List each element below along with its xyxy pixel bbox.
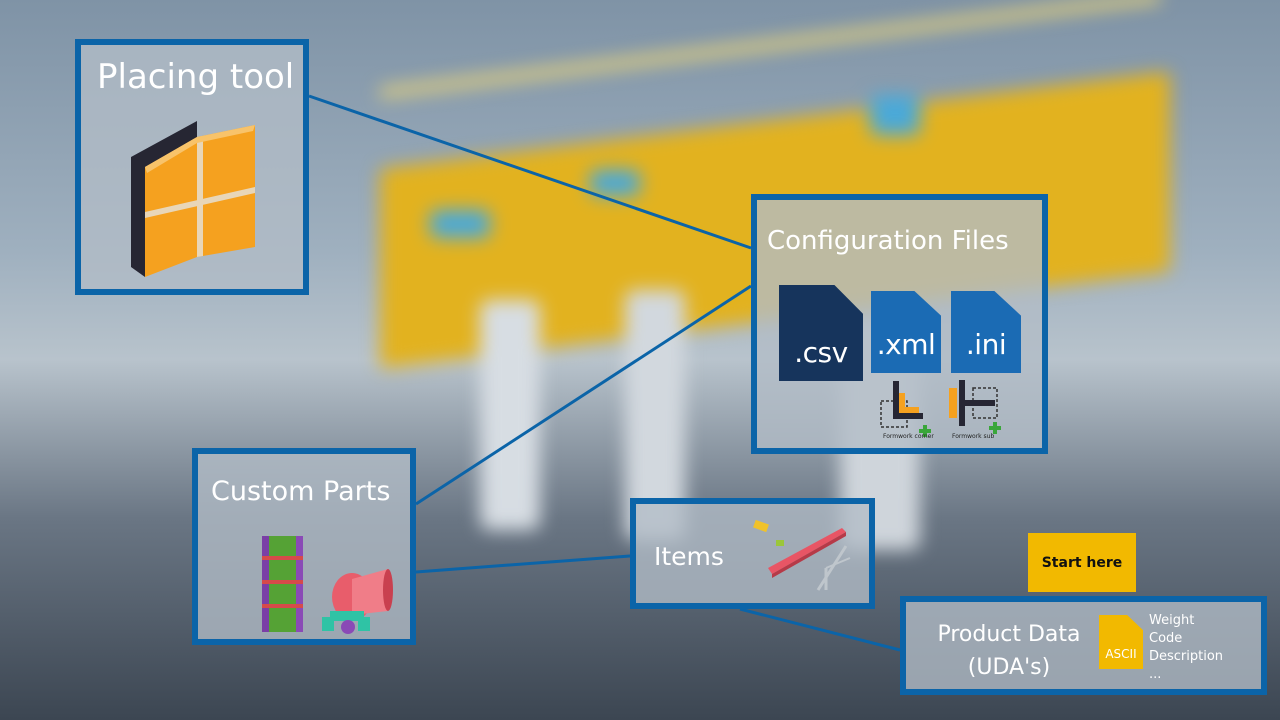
formwork-corner-label: Formwork corner xyxy=(883,433,934,440)
connector-items-to-product xyxy=(739,607,901,652)
field-more: ... xyxy=(1149,667,1162,682)
support-column xyxy=(480,300,540,530)
custom-part-panel-icon xyxy=(262,536,303,632)
custom-parts-title: Custom Parts xyxy=(211,476,391,507)
blue-clamp xyxy=(870,95,920,135)
field-description: Description xyxy=(1149,649,1224,664)
connector-placing-to-config xyxy=(308,94,752,250)
field-code: Code xyxy=(1149,631,1183,646)
blue-clamp xyxy=(590,170,640,196)
ascii-file-label: ASCII xyxy=(1105,647,1137,661)
custom-parts-box[interactable]: Custom Parts xyxy=(192,448,416,645)
ini-file-label: .ini xyxy=(965,328,1007,361)
items-parts-icon xyxy=(753,519,851,591)
product-data-title-line1: Product Data xyxy=(937,622,1081,647)
custom-part-clamp-icon xyxy=(322,569,393,634)
field-weight: Weight xyxy=(1149,613,1195,628)
xml-file-icon: .xml xyxy=(871,291,941,373)
start-here-badge[interactable]: Start here xyxy=(1028,533,1136,592)
formwork-sub-icon xyxy=(949,380,1001,434)
items-box[interactable]: Items xyxy=(630,498,875,609)
formwork-corner-icon xyxy=(880,381,931,437)
ini-file-icon: .ini xyxy=(951,291,1021,373)
formwork-sub-label: Formwork sub xyxy=(952,433,995,440)
product-data-title: Product Data (UDA's) xyxy=(920,618,1098,684)
placing-tool-box[interactable]: Placing tool xyxy=(75,39,309,295)
placing-tool-title: Placing tool xyxy=(97,57,295,97)
xml-file-label: .xml xyxy=(876,328,936,361)
formwork-panel-icon xyxy=(131,121,255,277)
csv-file-label: .csv xyxy=(794,336,848,369)
connector-custom-to-config xyxy=(415,284,752,506)
connector-custom-to-items xyxy=(415,554,631,574)
product-data-fields: Weight Code Description ... xyxy=(1149,612,1223,684)
ascii-file-icon: ASCII xyxy=(1099,615,1143,669)
product-data-box[interactable]: Product Data (UDA's) ASCII Weight Code D… xyxy=(900,596,1267,695)
configuration-files-box[interactable]: Configuration Files .csv .xml .ini Formw… xyxy=(751,194,1048,454)
items-title: Items xyxy=(654,542,724,571)
product-data-title-line2: (UDA's) xyxy=(967,655,1051,680)
configuration-files-title: Configuration Files xyxy=(767,226,1009,256)
csv-file-icon: .csv xyxy=(779,285,863,381)
blue-clamp xyxy=(430,210,490,238)
